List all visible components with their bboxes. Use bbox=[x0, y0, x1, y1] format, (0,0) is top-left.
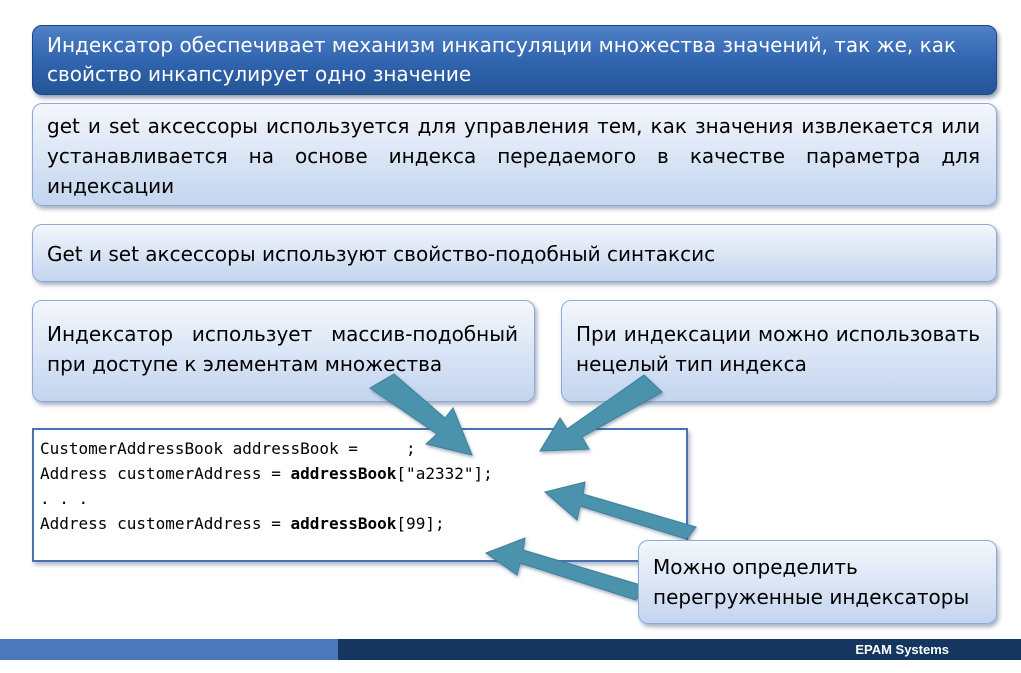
overload-text: Можно определить перегруженные индексато… bbox=[653, 555, 970, 609]
overload-callout: Можно определить перегруженные индексато… bbox=[638, 540, 997, 624]
arrow-overload-1 bbox=[543, 481, 697, 540]
footer-brand: EPAM Systems bbox=[855, 642, 949, 657]
footer-bar-right bbox=[338, 639, 1021, 660]
code-line-2: Address customerAddress = addressBook["a… bbox=[40, 464, 493, 483]
syntax-callout: Get и set аксессоры используют свойство-… bbox=[32, 224, 997, 282]
code-listing: CustomerAddressBook addressBook = ; Addr… bbox=[40, 436, 493, 536]
non-integer-text: При индексации можно использовать нецелы… bbox=[576, 322, 980, 376]
arrow-array-like bbox=[369, 373, 473, 456]
header-text: Индексатор обеспечивает механизм инкапсу… bbox=[47, 33, 957, 86]
header-callout: Индексатор обеспечивает механизм инкапсу… bbox=[32, 25, 997, 95]
code-line-3: . . . bbox=[40, 489, 89, 508]
accessors-callout: get и set аксессоры используется для упр… bbox=[32, 103, 997, 206]
array-like-callout: Индексатор использует массив-подобный пр… bbox=[32, 300, 535, 402]
footer-bar-left bbox=[0, 639, 338, 660]
arrow-non-integer bbox=[539, 374, 663, 452]
syntax-text: Get и set аксессоры используют свойство-… bbox=[47, 242, 716, 266]
code-line-1: CustomerAddressBook addressBook = ; bbox=[40, 439, 416, 458]
code-line-4: Address customerAddress = addressBook[99… bbox=[40, 514, 445, 533]
array-like-text: Индексатор использует массив-подобный пр… bbox=[47, 322, 518, 376]
accessors-text: get и set аксессоры используется для упр… bbox=[47, 114, 980, 198]
arrow-overload-2 bbox=[484, 537, 645, 601]
